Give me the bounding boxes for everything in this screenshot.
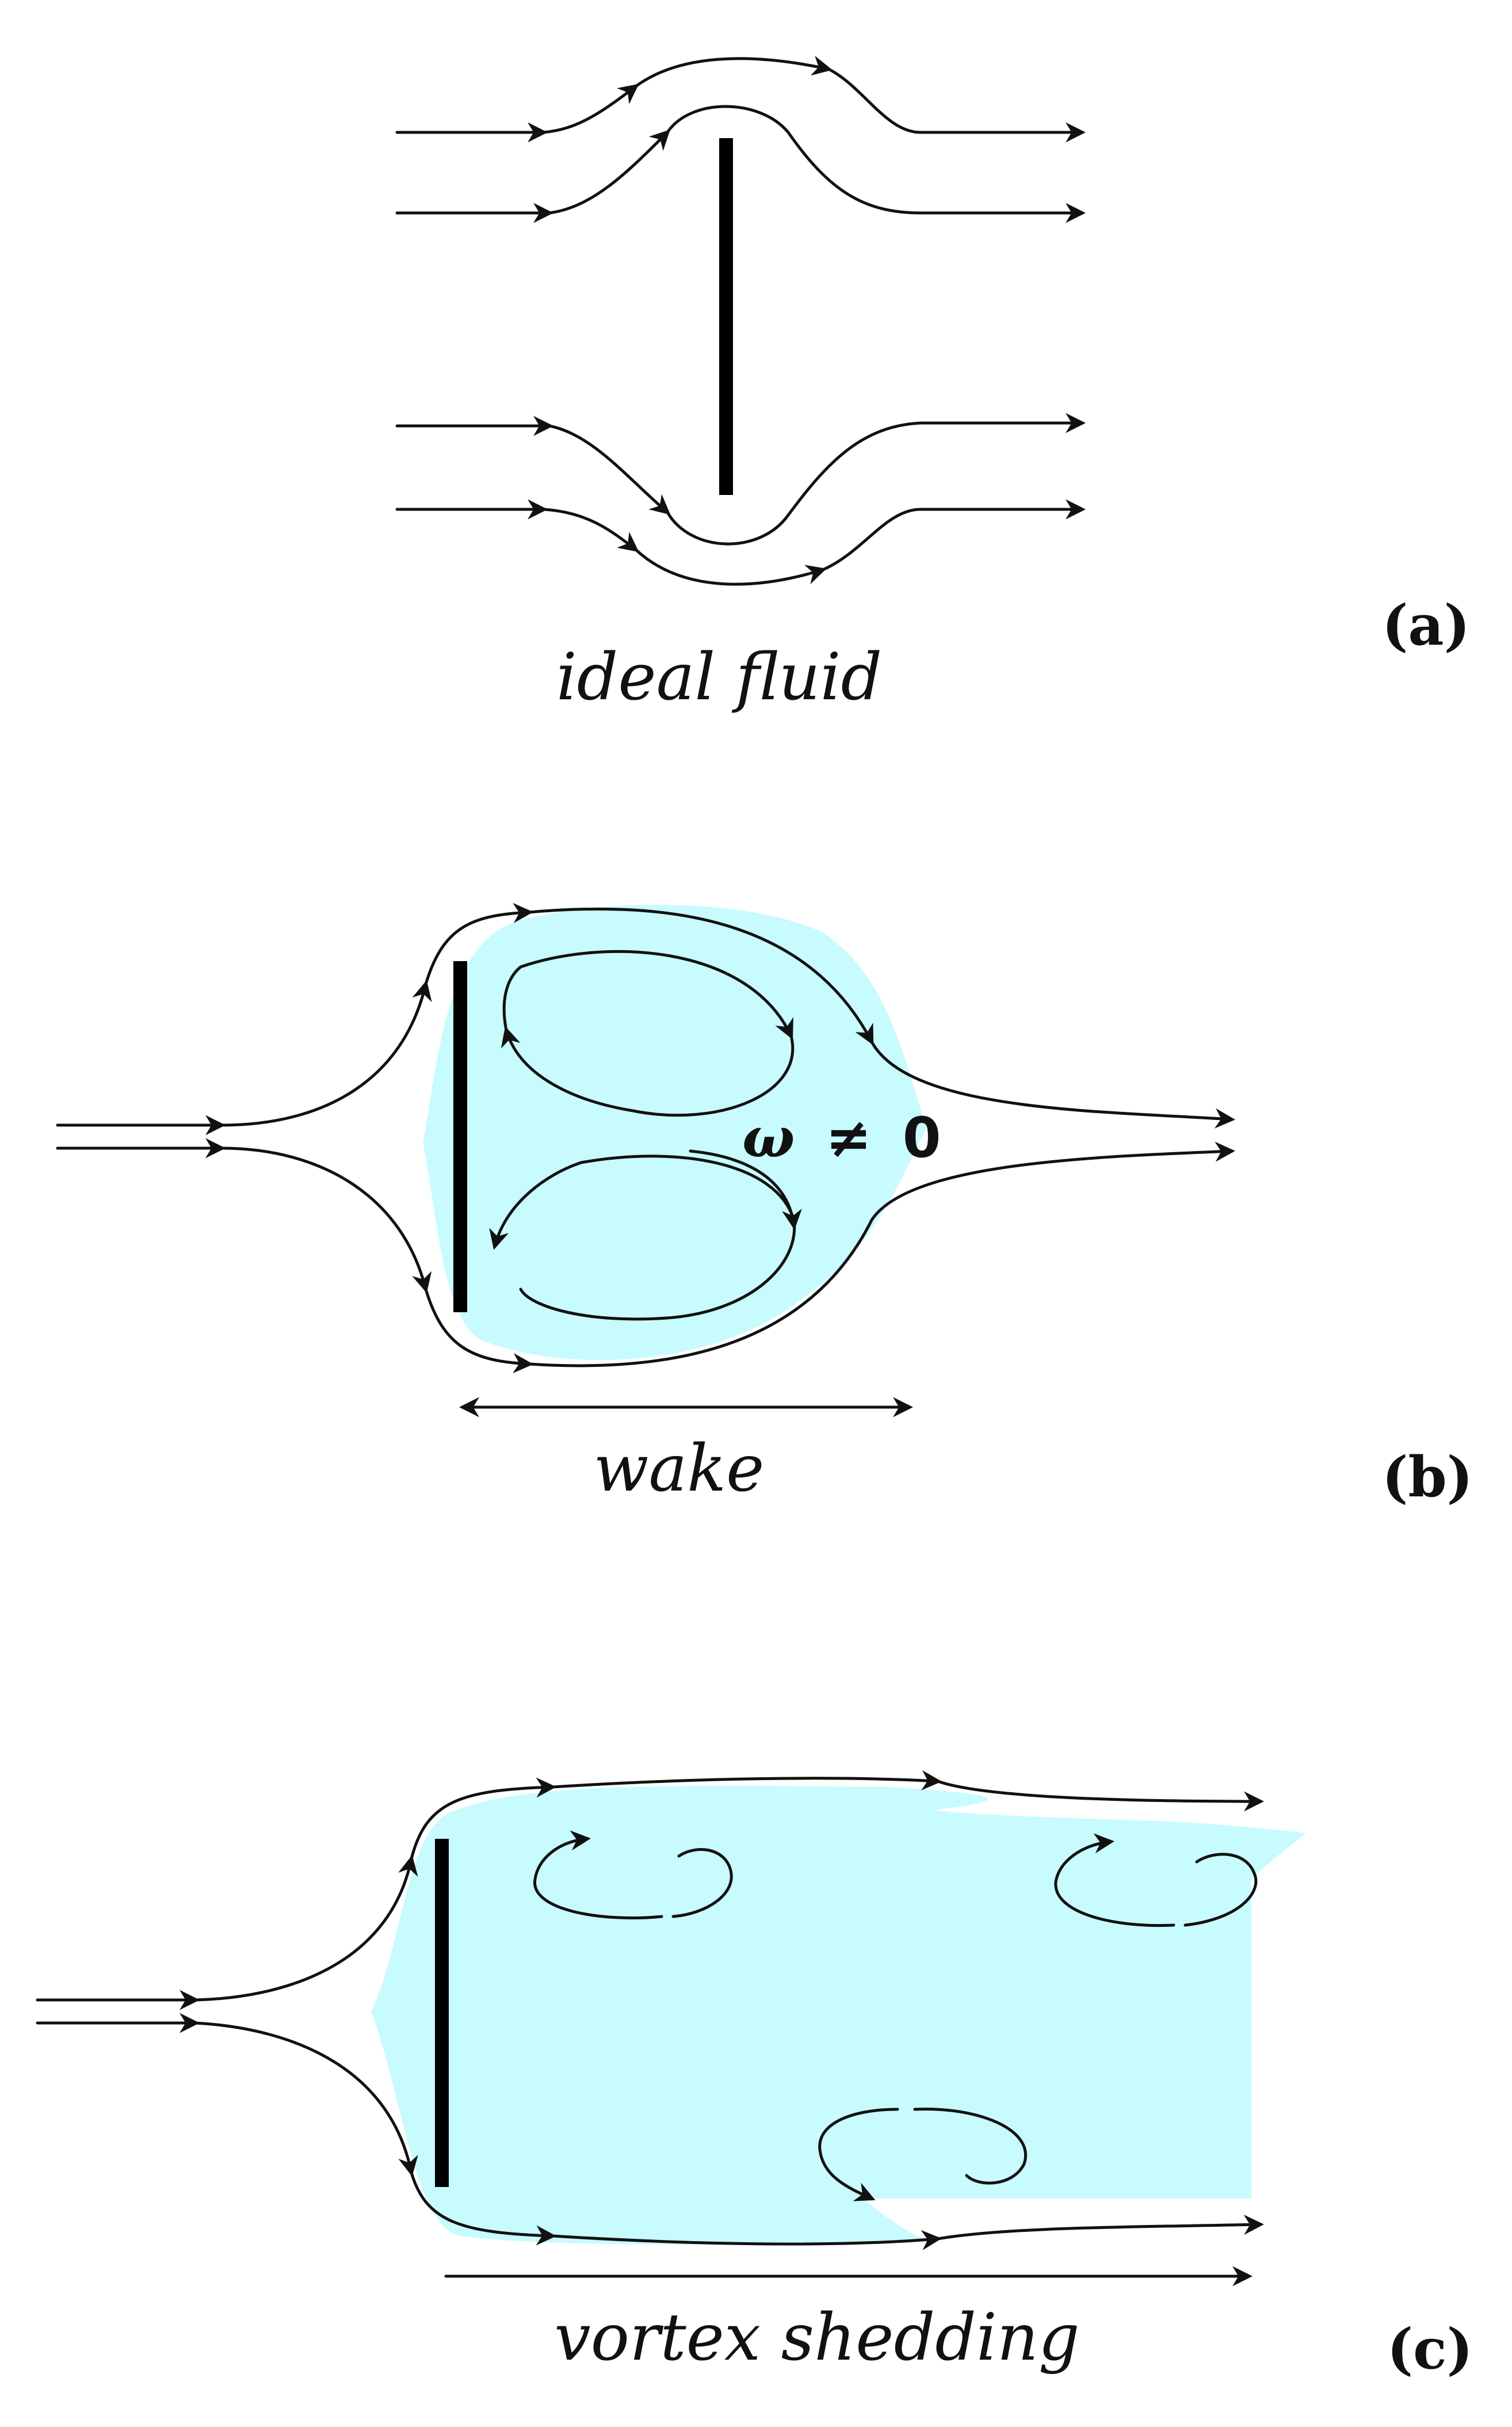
streamline-b-upper — [56, 902, 1235, 1136]
not-equal-sign: ≠ — [826, 1106, 872, 1170]
panel-c: vortex shedding (c) — [36, 1770, 1473, 2382]
caption-ideal-fluid: ideal fluid — [556, 640, 882, 715]
panel-label-b: (b) — [1382, 1445, 1473, 1510]
vortex-loop-c-3 — [818, 2108, 1027, 2201]
streamline-a3 — [395, 413, 1086, 546]
panel-label-a: (a) — [1382, 593, 1470, 658]
vorticity-value: 0 — [903, 1106, 941, 1170]
streamline-a4 — [395, 499, 1086, 586]
vorticity-label: ω ≠ 0 — [742, 1105, 941, 1170]
streamline-a1 — [395, 56, 1086, 143]
caption-vortex-shedding: vortex shedding — [554, 2300, 1079, 2375]
vortex-loop-b-upper — [501, 950, 795, 1117]
panel-a: ideal fluid (a) — [395, 56, 1470, 715]
streamline-a2 — [395, 105, 1086, 223]
streamline-b-lower — [56, 1138, 1235, 1374]
caption-wake: wake — [594, 1431, 765, 1506]
wake-region-b — [423, 905, 926, 1361]
panel-label-c: (c) — [1387, 2316, 1473, 2382]
streamline-c-lower — [36, 2013, 1264, 2250]
vortex-loop-c-2 — [1054, 1833, 1258, 1927]
vortex-loop-c-1 — [533, 1830, 733, 1919]
panel-b: ω ≠ 0 wake (b) — [56, 902, 1473, 1510]
wake-region-c — [371, 1785, 1306, 2245]
vortex-loop-b-lower — [489, 1149, 802, 1321]
omega-symbol: ω — [742, 1105, 795, 1170]
streamline-c-upper — [36, 1770, 1264, 2010]
